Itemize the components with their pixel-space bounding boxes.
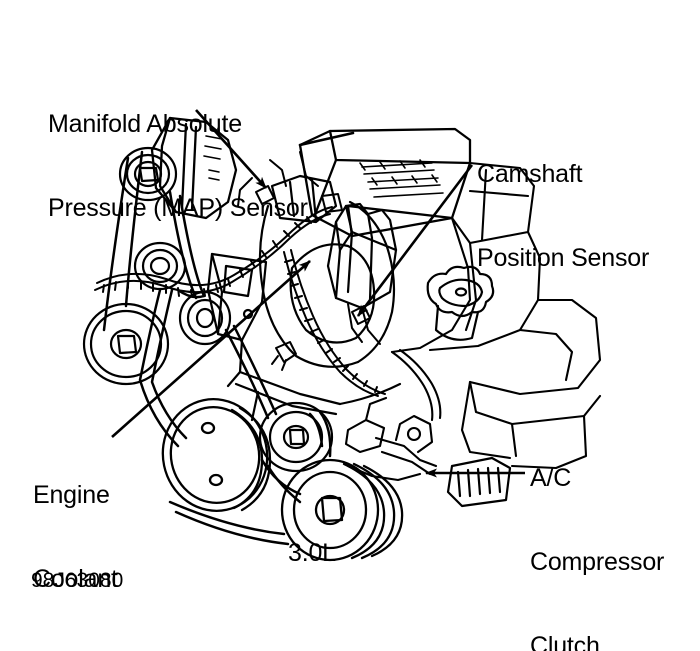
accessory-bracket-lower (344, 396, 438, 482)
water-pump-pulley (82, 302, 170, 386)
callout-ac-line-2: Compressor (530, 548, 665, 576)
callout-map-sensor: Manifold Absolute Pressure (MAP) Sensor (48, 54, 308, 278)
callout-ac-line-1: A/C (530, 464, 572, 492)
callout-ac-compressor-clutch: A/C Compressor Clutch (530, 408, 664, 651)
ignition-coil-pack (326, 202, 398, 310)
ac-lines (338, 348, 442, 422)
leader-camshaft (356, 164, 474, 317)
exhaust-heat-shield (446, 456, 512, 508)
callout-ac-line-3: Clutch (530, 632, 600, 651)
serpentine-belt (102, 150, 332, 546)
leader-lines (111, 109, 525, 478)
callout-map-sensor-line-1: Manifold Absolute (48, 110, 242, 138)
valve-cover-edge-line (298, 131, 355, 147)
cylinder-head-right (450, 161, 536, 245)
upper-harness (237, 151, 319, 207)
lower-support-bracket (234, 370, 342, 422)
power-steering-pulley (178, 290, 232, 346)
callout-camshaft-position-sensor: Camshaft Position Sensor (477, 104, 649, 328)
callout-ect-line-2: Coolant (33, 565, 118, 593)
leader-ect (111, 260, 311, 438)
alternator-fins (203, 135, 223, 181)
crankshaft-pulley (161, 398, 272, 512)
callout-camshaft-line-1: Camshaft (477, 160, 583, 188)
alternator-pulley (118, 146, 178, 202)
callout-ect-line-3: Temperature (33, 649, 171, 651)
leader-map (195, 109, 267, 189)
figure-id-caption: 98J63080 (31, 569, 124, 592)
lower-right-panel (460, 380, 588, 470)
oil-filler-cap (426, 265, 495, 341)
engine-displacement-caption: 3.0L (288, 539, 336, 567)
callout-map-sensor-line-2: Pressure (MAP) Sensor (48, 194, 308, 222)
valve-cover-ribs (359, 159, 444, 198)
ribbed-vacuum-hose (283, 249, 386, 397)
valve-cover (298, 127, 472, 238)
callout-ect-line-1: Engine (33, 481, 110, 509)
callout-camshaft-line-2: Position Sensor (477, 244, 650, 272)
callout-engine-coolant-temperature-sensor: Engine Coolant Temperature Sensor (33, 425, 171, 651)
